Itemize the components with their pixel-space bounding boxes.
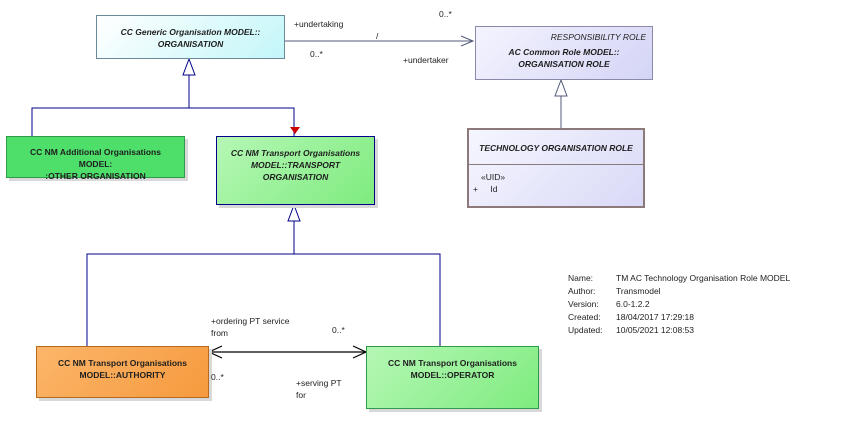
class-name-line1: CC NM Additional Organisations MODEL: bbox=[30, 147, 161, 169]
metadata-value: 6.0-1.2.2 bbox=[616, 299, 650, 309]
class-name: TECHNOLOGY ORGANISATION ROLE bbox=[479, 143, 633, 153]
attribute-row: + Id bbox=[473, 183, 643, 195]
transport-org-marker bbox=[290, 127, 300, 134]
class-authority[interactable]: CC NM Transport Organisations MODEL::AUT… bbox=[36, 346, 209, 398]
metadata-key: Name: bbox=[568, 273, 594, 283]
role-ordering-line1: +ordering PT service bbox=[211, 316, 290, 326]
association-slash: / bbox=[376, 31, 379, 41]
metadata-row: Created: 18/04/2017 17:29:18 bbox=[568, 311, 790, 324]
class-name-line2: MODEL::AUTHORITY bbox=[79, 370, 166, 380]
multiplicity-undertaker-end: 0..* bbox=[439, 9, 452, 19]
class-name-line1: AC Common Role MODEL:: bbox=[508, 47, 620, 57]
metadata-key: Author: bbox=[568, 286, 596, 296]
class-name-line1: CC NM Transport Organisations bbox=[58, 358, 187, 368]
multiplicity-undertaking-end: 0..* bbox=[310, 49, 323, 59]
role-serving-line2: for bbox=[296, 390, 306, 400]
class-operator[interactable]: CC NM Transport Organisations MODEL::OPE… bbox=[366, 346, 539, 409]
class-other-organisation[interactable]: CC NM Additional Organisations MODEL: :O… bbox=[6, 136, 185, 181]
metadata-value: 10/05/2021 12:08:53 bbox=[616, 325, 694, 335]
metadata-key: Version: bbox=[568, 299, 599, 309]
multiplicity-operator-end: 0..* bbox=[332, 325, 345, 335]
class-name-line2: MODEL::TRANSPORT bbox=[250, 160, 341, 170]
metadata-value: TM AC Technology Organisation Role MODEL bbox=[616, 273, 791, 283]
attribute-visibility: + bbox=[473, 184, 478, 194]
metadata-value: 18/04/2017 17:29:18 bbox=[616, 312, 694, 322]
role-undertaking: +undertaking bbox=[294, 19, 344, 29]
transport-org-generalization bbox=[188, 75, 295, 136]
class-generic-organisation[interactable]: CC Generic Organisation MODEL:: ORGANISA… bbox=[96, 15, 285, 59]
role-ordering-line2: from bbox=[211, 328, 228, 338]
attribute-name: Id bbox=[490, 184, 498, 194]
class-name-line2: :OTHER ORGANISATION bbox=[45, 171, 146, 181]
class-name-line1: CC NM Transport Organisations bbox=[230, 148, 361, 158]
class-name-line1: CC Generic Organisation MODEL:: bbox=[120, 27, 261, 37]
class-name-line2: MODEL::OPERATOR bbox=[410, 370, 495, 380]
metadata-row: Updated: 10/05/2021 12:08:53 bbox=[568, 324, 790, 337]
multiplicity-authority-end: 0..* bbox=[211, 372, 224, 382]
tech-role-generalization-arrow bbox=[554, 78, 568, 97]
operator-generalization bbox=[293, 221, 441, 346]
generic-generalization-arrow bbox=[182, 57, 196, 76]
attribute-stereotype: «UID» bbox=[481, 172, 506, 182]
authority-generalization bbox=[86, 253, 294, 346]
metadata-row: Version: 6.0-1.2.2 bbox=[568, 298, 790, 311]
metadata-key: Created: bbox=[568, 312, 601, 322]
metadata-row: Name: TM AC Technology Organisation Role … bbox=[568, 272, 790, 285]
additional-org-generalization bbox=[31, 107, 189, 136]
stereotype-label: RESPONSIBILITY ROLE bbox=[550, 32, 646, 42]
role-serving-line1: +serving PT bbox=[296, 378, 342, 388]
metadata-row: Author: Transmodel bbox=[568, 285, 790, 298]
metadata-key: Updated: bbox=[568, 325, 603, 335]
diagram-metadata: Name: TM AC Technology Organisation Role … bbox=[568, 272, 790, 337]
undertaker-arrowhead bbox=[460, 35, 475, 47]
role-undertaker: +undertaker bbox=[403, 55, 449, 65]
class-technology-organisation-role[interactable]: TECHNOLOGY ORGANISATION ROLE «UID» + Id bbox=[467, 128, 645, 208]
class-name-line2: ORGANISATION bbox=[157, 39, 224, 49]
authority-arrowhead bbox=[207, 345, 223, 359]
class-name-line1: CC NM Transport Organisations bbox=[388, 358, 517, 368]
class-organisation-role[interactable]: RESPONSIBILITY ROLE AC Common Role MODEL… bbox=[475, 26, 653, 80]
metadata-value: Transmodel bbox=[616, 286, 661, 296]
class-name-line2: ORGANISATION ROLE bbox=[518, 59, 610, 69]
class-name-line3: ORGANISATION bbox=[262, 172, 329, 182]
class-transport-organisation[interactable]: CC NM Transport Organisations MODEL::TRA… bbox=[216, 136, 375, 205]
attribute-divider bbox=[469, 164, 643, 165]
transport-generalization-arrow bbox=[287, 203, 301, 222]
